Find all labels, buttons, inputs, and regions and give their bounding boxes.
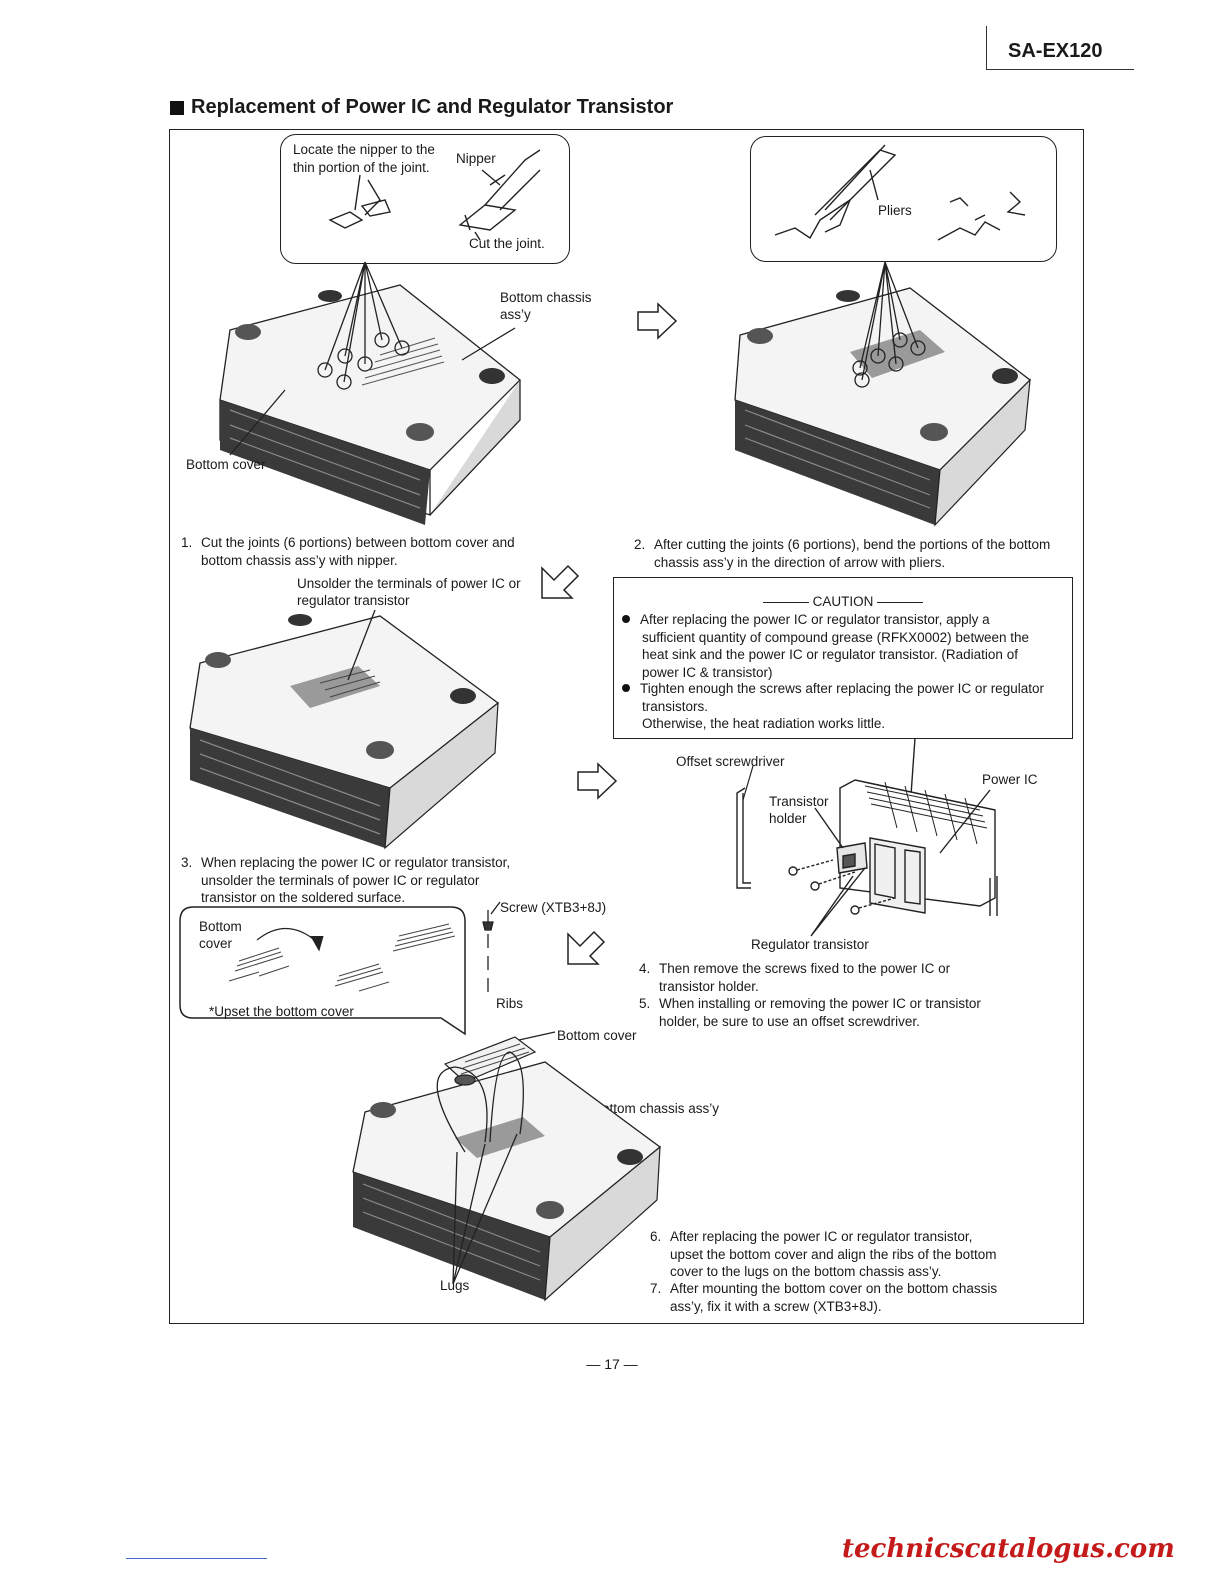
bullet-dot-icon (622, 684, 630, 692)
step-4: 4. Then remove the screws fixed to the po… (639, 960, 950, 995)
power-ic-label: Power IC (982, 772, 1038, 787)
step-6-line1: After replacing the power IC or regulato… (670, 1229, 973, 1244)
step-6-line2: upset the bottom cover and align the rib… (670, 1246, 997, 1262)
watermark-link[interactable]: technicscatalogus.com (842, 1534, 1175, 1564)
power-ic-drawing (736, 737, 998, 937)
caution-b2-line2: transistors. (642, 698, 709, 714)
pliers-callout (750, 136, 1057, 262)
ribs-label: Ribs (496, 996, 524, 1011)
locate-nipper-line1: Locate the nipper to the (293, 142, 435, 157)
bottom-chassis-label-line2: ass’y (500, 307, 531, 322)
device-illustration-2 (734, 261, 1031, 527)
model-box (986, 26, 1134, 70)
bullet-dot-icon (622, 615, 630, 623)
step-2-line2: chassis ass’y in the direction of arrow … (654, 554, 946, 570)
step-2-line1: After cutting the joints (6 portions), b… (654, 537, 1051, 552)
step-1-number: 1. (181, 535, 193, 550)
step-2-number: 2. (634, 537, 646, 552)
step-3-line1: When replacing the power IC or regulator… (201, 855, 511, 870)
caution-b1-line2: sufficient quantity of compound grease (… (642, 629, 1029, 645)
upset-cover-callout (179, 906, 466, 1036)
caution-b1-line1: After replacing the power IC or regulato… (640, 612, 990, 627)
transistor-holder-label-line1: Transistor (769, 794, 829, 809)
caution-title: CAUTION (614, 594, 1072, 609)
arrow-right-icon (637, 302, 678, 340)
device-illustration-3 (189, 609, 500, 850)
step-6-line3: cover to the lugs on the bottom chassis … (670, 1264, 942, 1279)
model-number: SA-EX120 (1008, 40, 1103, 62)
step-5: 5. When installing or removing the power … (639, 995, 981, 1030)
device-illustration-1 (219, 261, 521, 525)
bottom-chassis-label-line1: Bottom chassis (500, 290, 592, 305)
step-7-line1: After mounting the bottom cover on the b… (670, 1281, 998, 1296)
step-5-line1: When installing or removing the power IC… (659, 996, 981, 1011)
arrow-right-icon (577, 762, 618, 800)
caution-box: CAUTION After replacing the power IC or … (613, 577, 1073, 739)
upset-cover-label: *Upset the bottom cover (209, 1004, 354, 1019)
caution-b1-line4: power IC & transistor) (642, 664, 773, 680)
step-7-number: 7. (650, 1281, 662, 1296)
step-6: 6. After replacing the power IC or regula… (650, 1228, 996, 1281)
footer-rule (126, 1558, 267, 1559)
lugs-label: Lugs (440, 1278, 470, 1293)
device-illustration-5 (352, 901, 662, 1302)
step-1-line1: Cut the joints (6 portions) between bott… (201, 535, 515, 550)
nipper-detail-drawing (328, 149, 541, 241)
regulator-transistor-label: Regulator transistor (751, 937, 869, 952)
caution-bullet-2: Tighten enough the screws after replacin… (622, 680, 1044, 733)
bottom-chassis-label-2: Bottom chassis ass’y (593, 1101, 720, 1116)
step-4-number: 4. (639, 961, 651, 976)
offset-screwdriver-label: Offset screwdriver (676, 754, 785, 769)
page-number: — 17 — (586, 1356, 638, 1372)
pliers-detail-drawing (774, 144, 1026, 241)
nipper-callout (280, 134, 570, 264)
nipper-label: Nipper (456, 151, 496, 166)
step-4-line2: transistor holder. (659, 978, 759, 994)
unsolder-label-line2: regulator transistor (297, 593, 410, 608)
step-7-line2: ass’y, fix it with a screw (XTB3+8J). (670, 1298, 882, 1314)
screw-label: Screw (XTB3+8J) (500, 900, 607, 915)
caution-b1-line3: heat sink and the power IC or regulator … (642, 647, 1018, 662)
callout-bottom-line1: Bottom (199, 919, 242, 934)
step-6-number: 6. (650, 1229, 662, 1244)
caution-b2-line1: Tighten enough the screws after replacin… (640, 681, 1044, 696)
step-3-line2: unsolder the terminals of power IC or re… (201, 872, 480, 888)
square-bullet-icon (170, 100, 184, 115)
step-5-number: 5. (639, 996, 651, 1011)
caution-b2-line3: Otherwise, the heat radiation works litt… (642, 716, 886, 731)
procedure-frame (169, 129, 1084, 1324)
step-5-line2: holder, be sure to use an offset screwdr… (659, 1013, 920, 1029)
callout-bottom-line2: cover (199, 936, 233, 951)
section-title: Replacement of Power IC and Regulator Tr… (170, 96, 673, 119)
step-1-line2: bottom chassis ass’y with nipper. (201, 552, 398, 568)
caution-bullet-1: After replacing the power IC or regulato… (622, 611, 1029, 681)
step-2: 2. After cutting the joints (6 portions),… (634, 536, 1050, 571)
arrow-down-left-icon (541, 564, 580, 599)
step-3: 3. When replacing the power IC or regulat… (181, 854, 510, 907)
locate-nipper-line2: thin portion of the joint. (293, 160, 430, 175)
step-4-line1: Then remove the screws fixed to the powe… (659, 961, 951, 976)
step-1: 1. Cut the joints (6 portions) between bo… (181, 534, 515, 569)
step-3-number: 3. (181, 855, 193, 870)
step-3-line3: transistor on the soldered surface. (201, 890, 406, 905)
cut-joint-label: Cut the joint. (469, 236, 545, 251)
arrow-down-left-icon (567, 930, 606, 965)
unsolder-label-line1: Unsolder the terminals of power IC or (297, 576, 521, 591)
section-title-text: Replacement of Power IC and Regulator Tr… (191, 96, 674, 118)
bottom-cover-label-2: Bottom cover (557, 1028, 637, 1043)
pliers-label: Pliers (878, 203, 912, 218)
step-7: 7. After mounting the bottom cover on the… (650, 1280, 997, 1315)
bottom-cover-label: Bottom cover (186, 457, 266, 472)
transistor-holder-label-line2: holder (769, 811, 807, 826)
